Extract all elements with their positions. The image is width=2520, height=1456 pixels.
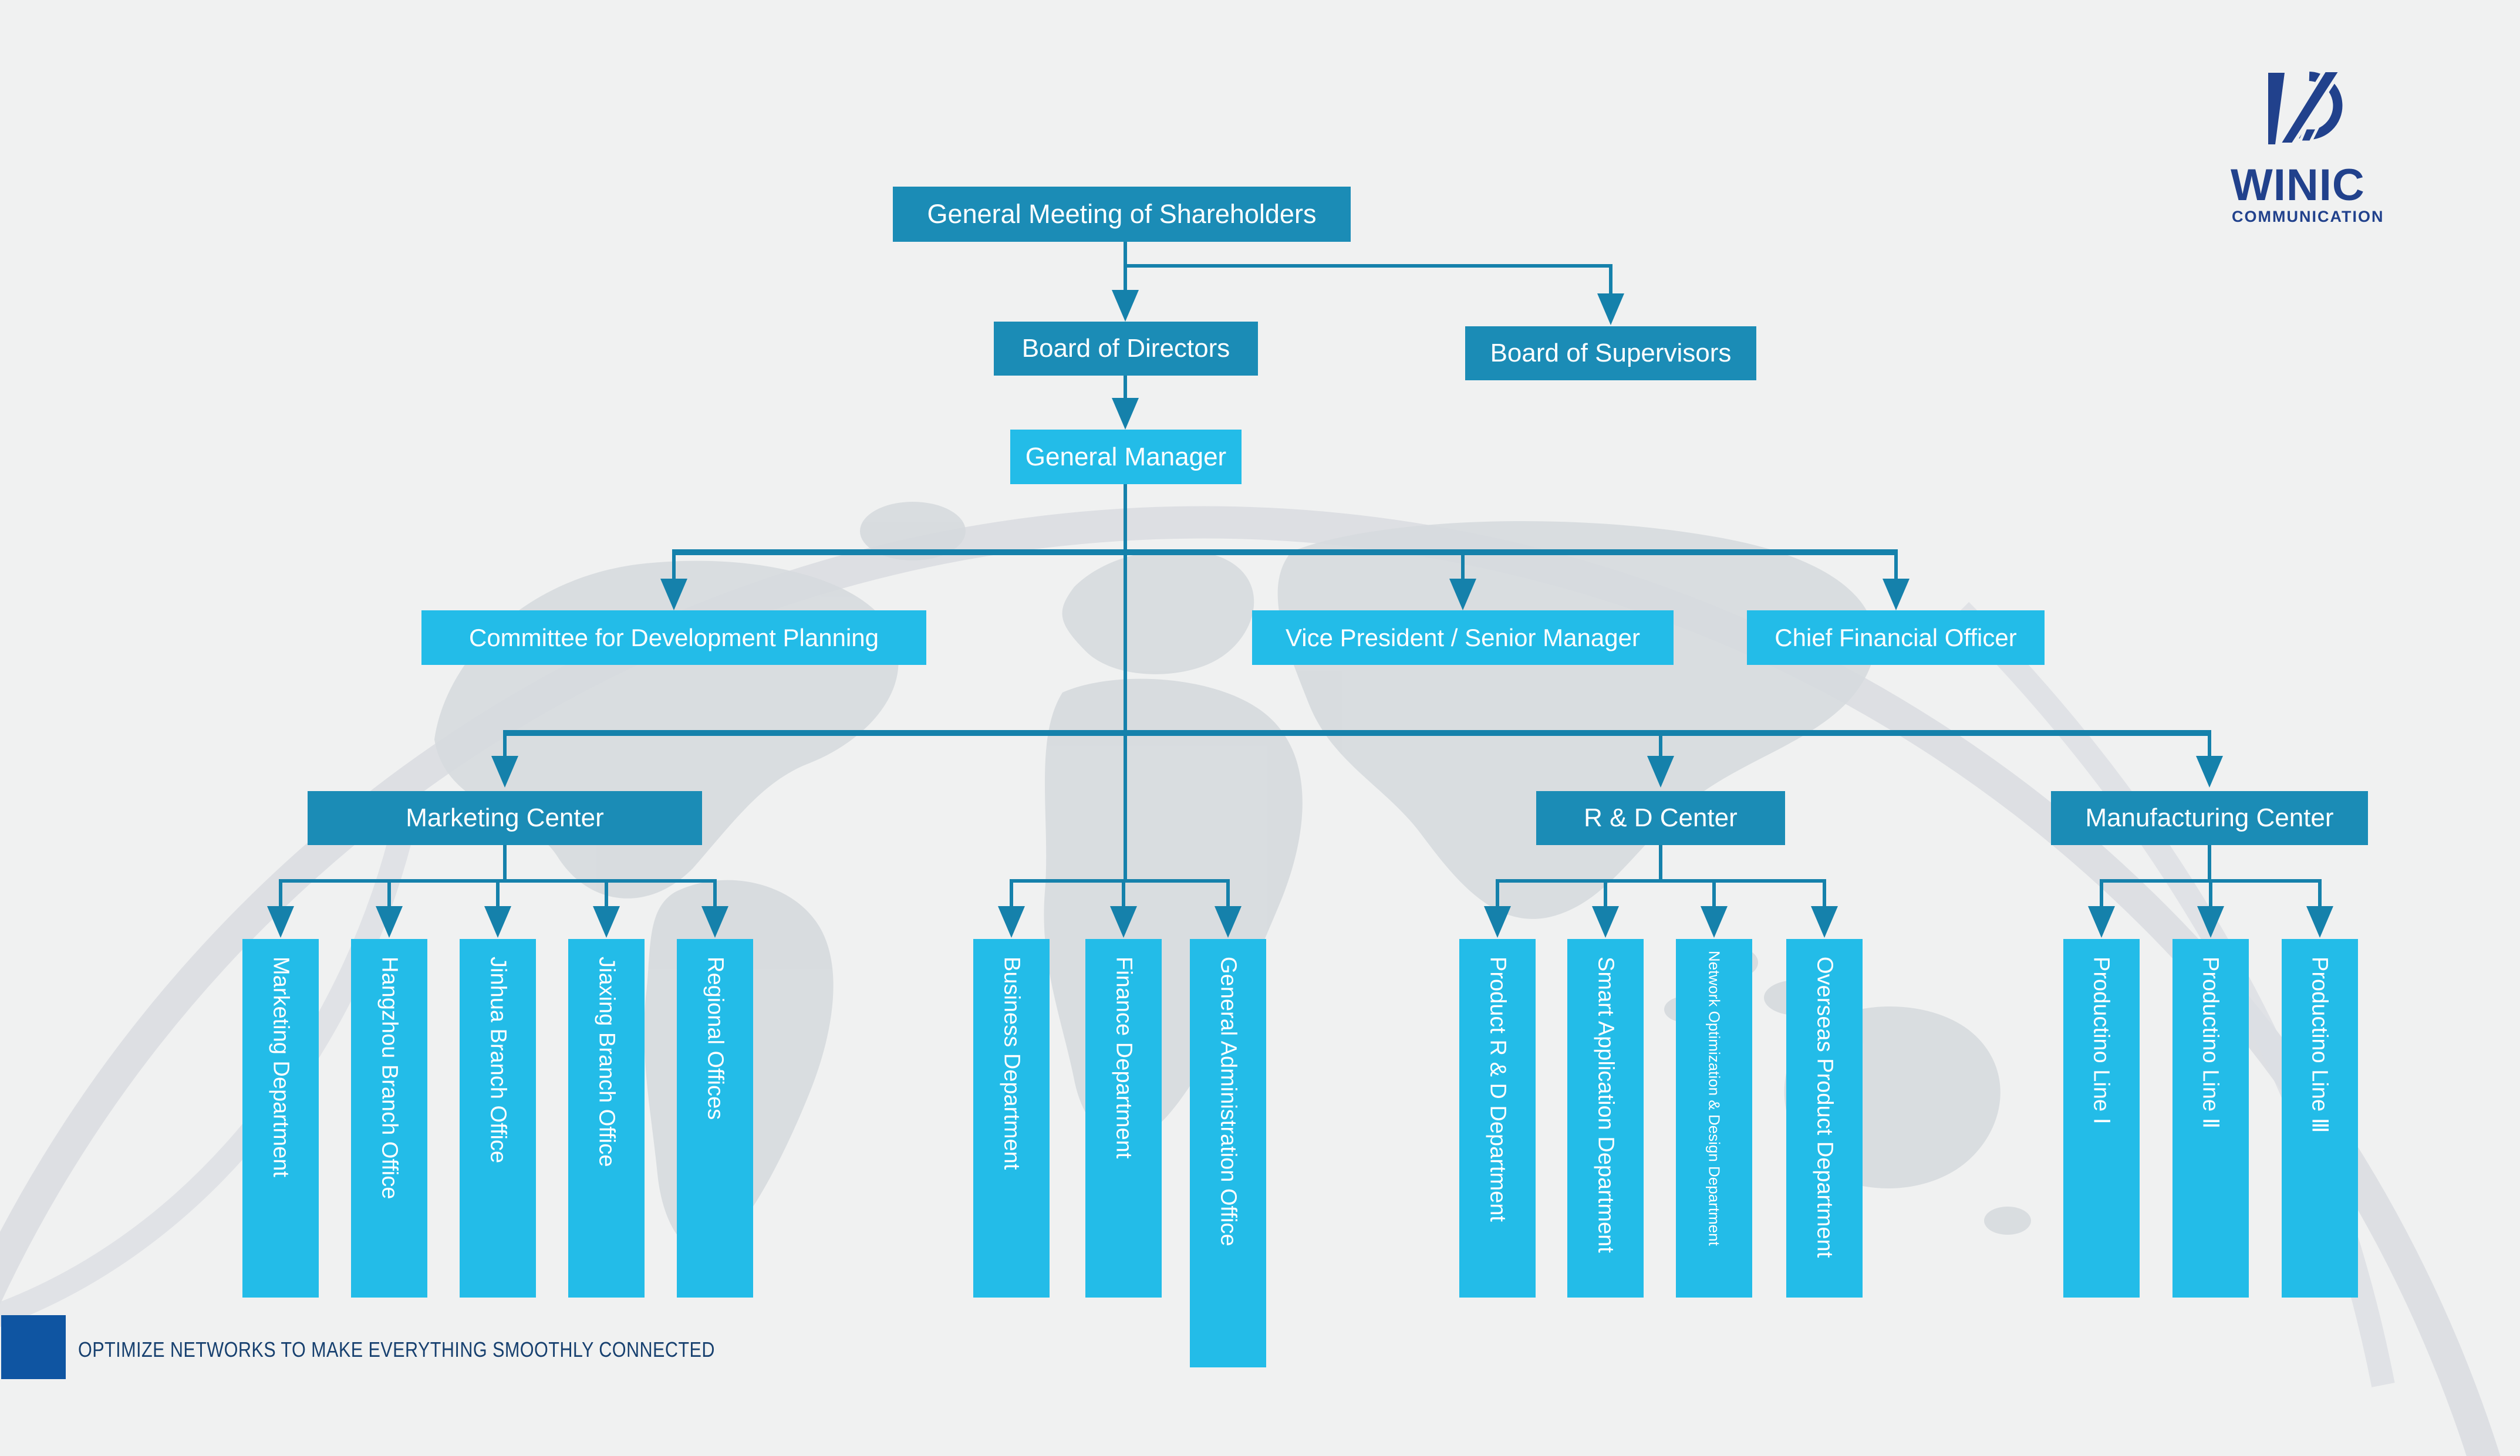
node-production-line-1: Productino Line Ⅰ <box>2063 939 2140 1298</box>
arrow-down-icon <box>593 906 620 938</box>
connector-line <box>503 736 507 757</box>
arrow-down-icon <box>376 906 403 938</box>
arrow-down-icon <box>1112 290 1139 322</box>
node-manufacturing-center: Manufacturing Center <box>2051 791 2368 845</box>
connector-line <box>672 549 1898 555</box>
node-smart-application-department: Smart Application Department <box>1567 939 1644 1298</box>
tagline-accent-block <box>1 1315 66 1379</box>
tagline-text: OPTIMIZE NETWORKS TO MAKE EVERYTHING SMO… <box>78 1337 715 1362</box>
arrow-down-icon <box>2306 906 2333 938</box>
node-hangzhou-branch-office: Hangzhou Branch Office <box>351 939 427 1298</box>
node-marketing-center: Marketing Center <box>308 791 702 845</box>
connector-line <box>713 883 717 907</box>
arrow-down-icon <box>1484 906 1511 938</box>
connector-line <box>1010 879 1230 883</box>
node-jinhua-branch-office: Jinhua Branch Office <box>460 939 536 1298</box>
connector-line <box>1659 845 1662 879</box>
connector-line <box>503 730 2211 736</box>
connector-line <box>279 883 282 907</box>
connector-line <box>1609 268 1612 295</box>
connector-line <box>503 845 507 879</box>
connector-line <box>1894 555 1898 579</box>
arrow-down-icon <box>660 579 687 610</box>
connector-line <box>1122 883 1125 907</box>
arrow-down-icon <box>1883 579 1910 610</box>
arrow-down-icon <box>1647 756 1674 788</box>
arrow-down-icon <box>2088 906 2115 938</box>
connector-line <box>2100 879 2322 883</box>
connector-line <box>1124 376 1127 399</box>
arrow-down-icon <box>1701 906 1728 938</box>
connector-line <box>1823 883 1826 907</box>
arrow-down-icon <box>1597 293 1624 325</box>
arrow-down-icon <box>2197 906 2224 938</box>
connector-line <box>2209 883 2212 907</box>
connector-line <box>1461 555 1465 579</box>
connector-line <box>387 883 391 907</box>
orbit-swoosh-left <box>0 790 423 1327</box>
node-chief-financial-officer: Chief Financial Officer <box>1747 610 2045 665</box>
arrow-down-icon <box>1215 906 1242 938</box>
node-general-manager: General Manager <box>1010 430 1242 484</box>
node-general-meeting-of-shareholders: General Meeting of Shareholders <box>893 187 1351 242</box>
arrow-down-icon <box>701 906 728 938</box>
connector-line <box>1010 883 1013 907</box>
connector-line <box>1604 883 1607 907</box>
connector-line <box>2208 736 2211 757</box>
connector-line <box>1496 879 1826 883</box>
node-finance-department: Finance Department <box>1085 939 1162 1298</box>
connector-line <box>605 883 608 907</box>
connector-line <box>2100 883 2103 907</box>
arrow-down-icon <box>267 906 294 938</box>
arrow-down-icon <box>998 906 1025 938</box>
node-product-rd-department: Product R & D Department <box>1459 939 1536 1298</box>
arrow-down-icon <box>484 906 511 938</box>
connector-line <box>496 883 500 907</box>
node-general-administration-office: General Administration Office <box>1190 939 1266 1367</box>
connector-line <box>279 879 717 883</box>
connector-line <box>1226 883 1230 907</box>
connector-line <box>1496 883 1499 907</box>
node-production-line-2: Productino Line Ⅱ <box>2172 939 2249 1298</box>
node-network-optimization-design-department: Network Optimization & Design Department <box>1676 939 1752 1298</box>
arrow-down-icon <box>1449 579 1476 610</box>
arrow-down-icon <box>491 756 518 788</box>
node-marketing-department: Marketing Department <box>242 939 319 1298</box>
node-board-of-supervisors: Board of Supervisors <box>1465 326 1756 380</box>
node-vice-president-senior-manager: Vice President / Senior Manager <box>1252 610 1674 665</box>
node-business-department: Business Department <box>973 939 1050 1298</box>
node-regional-offices: Regional Offices <box>677 939 753 1298</box>
arrow-down-icon <box>1811 906 1838 938</box>
connector-line <box>2208 845 2211 879</box>
logo-brand-text: WINIC <box>2231 160 2365 210</box>
connector-line <box>672 555 676 579</box>
connector-line <box>1659 736 1662 757</box>
arrow-down-icon <box>1112 398 1139 430</box>
node-rd-center: R & D Center <box>1536 791 1785 845</box>
node-production-line-3: Productino Line Ⅲ <box>2282 939 2358 1298</box>
winic-logo-mark-icon <box>2268 69 2344 146</box>
connector-line <box>1124 264 1612 268</box>
logo-subbrand-text: COMMUNICATION <box>2232 208 2384 225</box>
node-overseas-product-department: Overseas Product Department <box>1786 939 1863 1298</box>
node-jiaxing-branch-office: Jiaxing Branch Office <box>568 939 645 1298</box>
connector-line <box>2318 883 2322 907</box>
arrow-down-icon <box>1592 906 1619 938</box>
connector-line <box>1712 883 1716 907</box>
connector-spine <box>1124 484 1127 883</box>
node-board-of-directors: Board of Directors <box>994 322 1258 376</box>
node-committee-for-development-planning: Committee for Development Planning <box>421 610 926 665</box>
globe-horizon-arc <box>0 506 2501 1456</box>
arrow-down-icon <box>2196 756 2223 788</box>
arrow-down-icon <box>1110 906 1137 938</box>
